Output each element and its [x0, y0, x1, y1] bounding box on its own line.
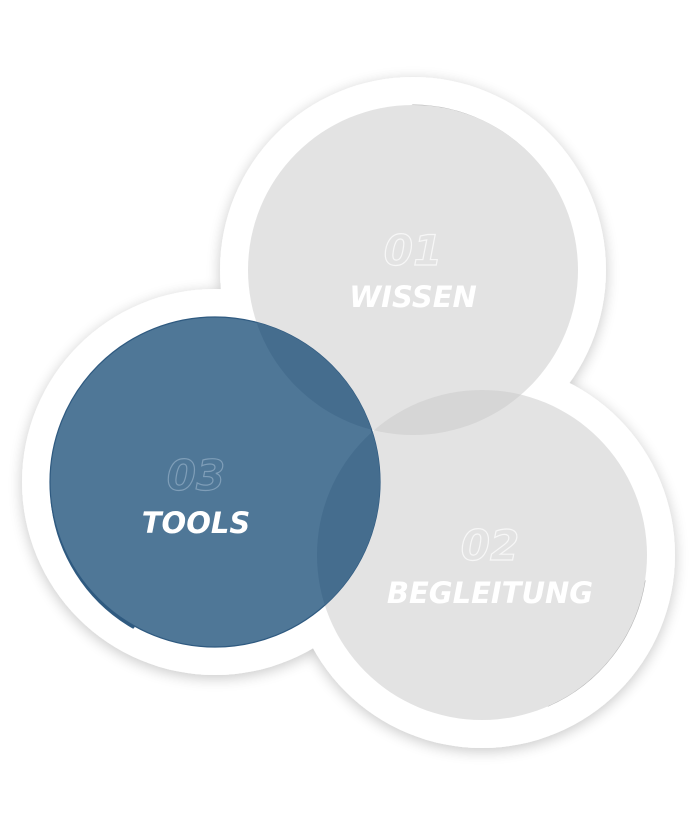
- segment-number-begleitung: 02: [461, 521, 519, 570]
- segment-label-wissen: WISSEN: [349, 280, 477, 314]
- segment-label-tools: TOOLS: [142, 506, 250, 540]
- segment-text-tools: 03 TOOLS: [142, 450, 250, 540]
- segment-number-wissen: 01: [384, 226, 442, 275]
- segment-text-begleitung: 02 BEGLEITUNG: [387, 520, 593, 610]
- segment-begleitung[interactable]: [317, 390, 647, 720]
- segment-text-wissen: 01 WISSEN: [349, 225, 477, 314]
- segment-label-begleitung: BEGLEITUNG: [387, 576, 593, 610]
- segment-wissen[interactable]: [248, 105, 578, 435]
- segment-number-tools: 03: [167, 451, 225, 500]
